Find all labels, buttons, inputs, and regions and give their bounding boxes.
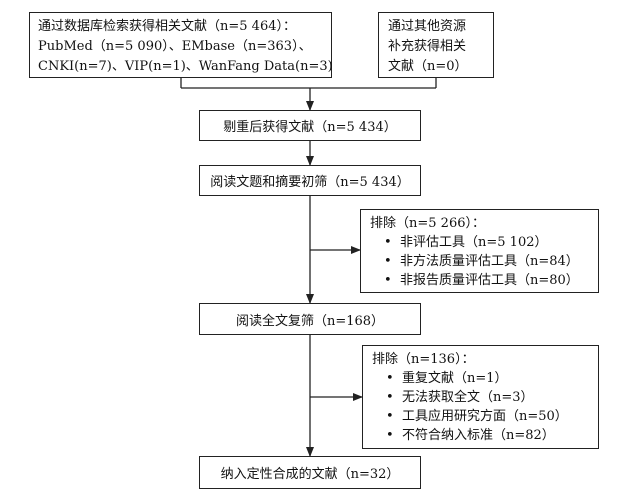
exclusion-1-item: • 非评估工具（n=5 102） [370,233,598,252]
exclusion-2-title: 排除（n=136）： [372,352,475,367]
bullet-icon: • [384,235,392,250]
database-search-line-1: 通过数据库检索获得相关文献（n=5 464）： [38,19,296,34]
fulltext-review-label: 阅读全文复筛（n=168） [235,313,385,329]
fulltext-review-box: 阅读全文复筛（n=168） [199,303,421,335]
exclusion-1-item-text: 非报告质量评估工具（n=80） [400,273,579,288]
other-sources-box: 通过其他资源 补充获得相关 文献（n=0） [378,12,494,78]
exclusion-1-item: • 非报告质量评估工具（n=80） [370,271,598,290]
bullet-icon: • [384,273,392,288]
exclusion-1-item-text: 非评估工具（n=5 102） [400,235,548,250]
exclusion-1-item: • 非方法质量评估工具（n=84） [370,252,598,271]
dedup-label: 剔重后获得文献（n=5 434） [223,120,397,135]
bullet-icon: • [386,371,394,386]
title-abstract-screening-label: 阅读文题和摘要初筛（n=5 434） [210,175,410,190]
other-sources-line-3: 文献（n=0） [388,59,468,74]
included-box: 纳入定性合成的文献（n=32） [199,456,421,489]
exclusion-2-item: • 无法获取全文（n=3） [372,388,598,407]
exclusion-2-item: • 不符合纳入标准（n=82） [372,426,598,445]
exclusion-1-title: 排除（n=5 266）： [370,216,485,231]
exclusion-2-item-text: 不符合纳入标准（n=82） [402,428,555,443]
exclusion-2-item-text: 无法获取全文（n=3） [402,390,534,405]
exclusion-2-item-text: 工具应用研究方面（n=50） [402,409,568,424]
bullet-icon: • [386,428,394,443]
database-search-line-2: PubMed（n=5 090）、EMbase（n=363）、 [38,39,312,54]
included-label: 纳入定性合成的文献（n=32） [220,467,400,482]
title-abstract-screening-box: 阅读文题和摘要初筛（n=5 434） [199,165,421,196]
exclusion-box-1: 排除（n=5 266）： • 非评估工具（n=5 102） • 非方法质量评估工具（… [360,209,599,293]
database-search-line-3: CNKI(n=7)、VIP(n=1)、WanFang Data(n=3) [38,59,333,74]
other-sources-line-2: 补充获得相关 [388,39,467,54]
dedup-box: 剔重后获得文献（n=5 434） [199,110,421,141]
bullet-icon: • [386,409,394,424]
exclusion-2-item: • 工具应用研究方面（n=50） [372,407,598,426]
bullet-icon: • [386,390,394,405]
exclusion-box-2: 排除（n=136）： • 重复文献（n=1） • 无法获取全文（n=3） • 工具应用… [362,345,599,449]
database-search-box: 通过数据库检索获得相关文献（n=5 464）： PubMed（n=5 090）、… [29,12,333,78]
bullet-icon: • [384,254,392,269]
other-sources-line-1: 通过其他资源 [388,19,467,34]
exclusion-2-item-text: 重复文献（n=1） [402,371,508,386]
exclusion-1-item-text: 非方法质量评估工具（n=84） [400,254,579,269]
exclusion-2-item: • 重复文献（n=1） [372,369,598,388]
